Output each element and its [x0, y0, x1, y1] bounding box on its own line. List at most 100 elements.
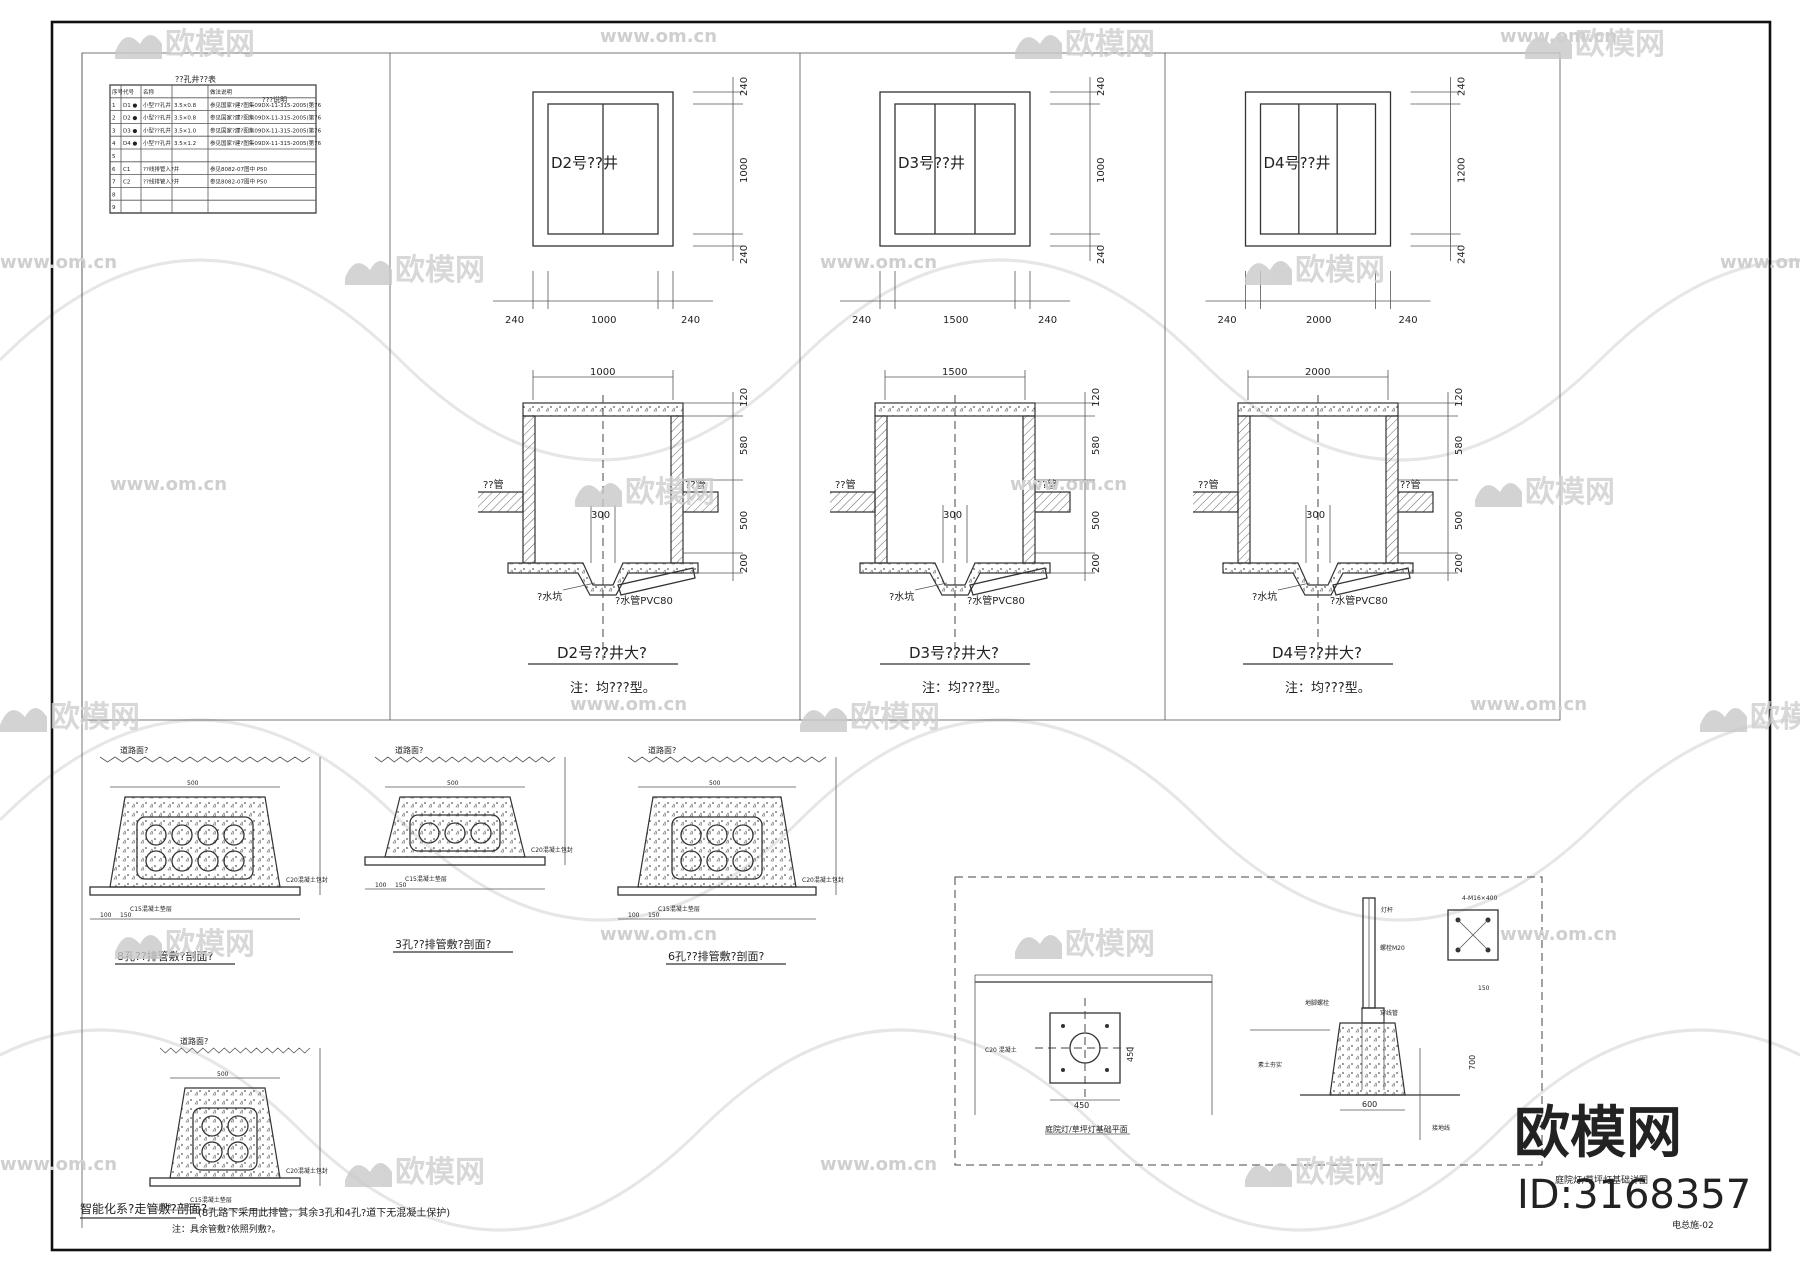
well-section-dim: 580 [739, 436, 750, 455]
duct-dim: 150 [648, 912, 660, 919]
duct-dim: 500 [187, 780, 199, 787]
watermark-logo: 欧模网 [1475, 475, 1615, 510]
watermark-brand: 欧模网 [165, 27, 255, 62]
watermark-logo: 欧模网 [345, 1155, 485, 1190]
pipe-label: ??管 [1198, 478, 1219, 491]
conduit-pipe [227, 1115, 249, 1137]
table-cell: 4 [112, 141, 116, 147]
table-cell: ??线排管入?井 [143, 178, 180, 186]
well-plan-dim-wall: 240 [739, 245, 750, 264]
duct-dim: 150 [395, 882, 407, 889]
watermark-url: www.om.cn [1500, 924, 1617, 945]
watermark-logo: 欧模网 [1245, 253, 1385, 288]
duct-dim: 100 [628, 912, 640, 919]
watermark-logo: 欧模网 [1015, 927, 1155, 962]
table-header-cell: 做法说明 [210, 88, 233, 96]
well-section-dim: 200 [1091, 554, 1102, 573]
bottom-note-desc: (8孔路下采用此排管，其余3孔和4孔?道下无混凝土保护) [198, 1206, 450, 1219]
well-section-dim: 120 [739, 388, 750, 407]
watermark-url: www.om.cn [110, 474, 227, 495]
watermark-brand: 欧模网 [1575, 27, 1665, 62]
duct-dim: 500 [709, 780, 721, 787]
table-header-cell: 名称 [143, 88, 155, 96]
well-section-width: 2000 [1305, 367, 1330, 378]
ground-label: 道路面? [395, 745, 423, 755]
watermark-logo: 欧模网 [115, 27, 255, 62]
duct-bedding [89, 886, 301, 896]
duct-grade-label: C20混凝土包封 [531, 846, 573, 854]
watermark-brand: 欧模网 [395, 1155, 485, 1190]
lamp-plan-dim-v: 450 [1126, 1047, 1135, 1062]
duct-dim: 100 [100, 912, 112, 919]
well-section-title: D4号??井大? [1272, 644, 1362, 662]
watermark-url: www.om.cn [1720, 252, 1800, 273]
watermark-brand: 欧模网 [1525, 475, 1615, 510]
duct-concrete-label: C15混凝土垫层 [130, 905, 172, 913]
table-header-cell: 代号 [123, 88, 135, 96]
watermark-url: www.om.cn [0, 1154, 117, 1175]
table-cell: 3.5×1.0 [174, 128, 197, 134]
well-section-dim: 120 [1454, 388, 1465, 407]
pipe-label: ??管 [1037, 478, 1058, 491]
duct-encasement [109, 796, 281, 888]
duct-bedding [149, 1177, 301, 1187]
lamp-foundation-section [1329, 1022, 1406, 1096]
table-cell: 3 [112, 128, 116, 134]
watermark-brand: 欧模网 [1065, 927, 1155, 962]
table-title: ??孔井??表 [175, 74, 216, 84]
lamp-plan-dim: 450 [1074, 1101, 1089, 1110]
table-cell: 小型??孔井 [143, 101, 171, 109]
duct-conduit-group [136, 816, 254, 880]
brand-logo: 欧模网 ID:3168357 [1514, 1101, 1751, 1218]
well-plan-dim-depth: 1000 [1096, 158, 1107, 183]
lamp-plan-title: 庭院灯/草坪灯基础平面 [1045, 1124, 1128, 1134]
table-cell: 参见8082-07图中 P50 [210, 178, 268, 186]
table-cell: 小型??孔井 [143, 126, 171, 134]
watermark-logo: 欧模网 [800, 700, 940, 735]
watermark-brand: 欧模网 [625, 475, 715, 510]
well-section-dim: 500 [1091, 511, 1102, 530]
drain-label: ?水管PVC80 [615, 594, 673, 607]
drain-pipe [617, 567, 696, 596]
well-wall-left [522, 415, 536, 564]
duct-encasement [637, 796, 797, 888]
duct-bedding [617, 886, 817, 896]
duct-concrete-label: C15混凝土垫层 [658, 905, 700, 913]
conduit-pipe [197, 824, 219, 846]
duct-dim: 500 [217, 1071, 229, 1078]
table-cell: C1 [123, 167, 130, 173]
ground-label: 道路面? [120, 745, 148, 755]
duct-conduit-group [192, 1107, 258, 1171]
watermark-url: www.om.cn [1470, 694, 1587, 715]
table-cell: 7 [112, 180, 116, 186]
well-section-title: D3号??井大? [909, 644, 999, 662]
well-note: 注：均???型。 [570, 681, 656, 696]
table-header-note: ???说明 [262, 95, 287, 104]
title-block-name: 庭院灯/草坪灯基础详图 [1555, 1174, 1648, 1186]
pipe-label: ??管 [1400, 478, 1421, 491]
top-panel-frame [81, 52, 1561, 721]
conduit-pipe [145, 824, 167, 846]
duct-bedding [364, 856, 546, 866]
well-plan-dim-width: 1500 [943, 315, 968, 326]
well-section-dim: 580 [1091, 436, 1102, 455]
ground-line [374, 756, 556, 763]
table-cell: C2 [123, 180, 130, 186]
watermark-brand: 欧模网 [1750, 700, 1800, 735]
conduit-pipe [171, 850, 193, 872]
well-plan-dim-wall: 240 [681, 315, 700, 326]
lamp-label: 地脚螺栓 [1305, 999, 1329, 1007]
table-cell: 9 [112, 205, 116, 211]
table-cell: D1 ● [123, 103, 137, 109]
watermark-brand: 欧模网 [1295, 253, 1385, 288]
well-section-dim: 120 [1091, 388, 1102, 407]
sump-width: 300 [1306, 510, 1325, 521]
well-note: 注：均???型。 [1285, 681, 1371, 696]
duct-encasement [169, 1087, 281, 1179]
well-plan-dim-width: 2000 [1306, 315, 1331, 326]
well-plan-label: D3号??井 [898, 154, 965, 172]
lamp-label: C20 混凝土 [985, 1046, 1017, 1054]
ground-label: 道路面? [180, 1036, 208, 1046]
